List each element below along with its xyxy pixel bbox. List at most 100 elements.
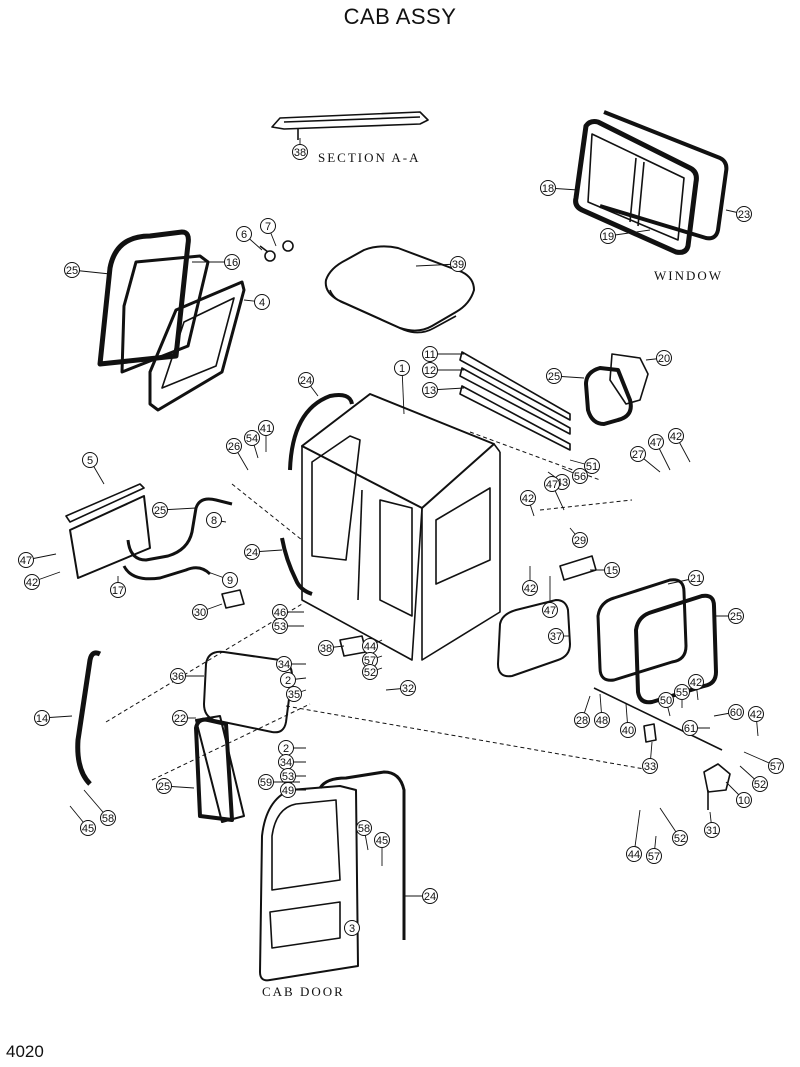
callout-label: 47 <box>544 605 556 617</box>
callout-label: 60 <box>730 707 742 719</box>
door-linkage <box>593 687 731 810</box>
callout-51: 51 <box>569 458 600 474</box>
callout-52: 52 <box>739 765 768 792</box>
callout-21: 21 <box>667 570 704 586</box>
callout-38: 38 <box>292 138 308 160</box>
callout-2: 2 <box>280 672 307 688</box>
callout-27: 27 <box>630 446 661 473</box>
callout-label: 56 <box>574 471 586 483</box>
door-caption: CAB DOOR <box>262 984 345 999</box>
callout-9: 9 <box>207 571 238 588</box>
callout-label: 33 <box>644 761 656 773</box>
callout-circle <box>736 206 752 222</box>
callout-59: 59 <box>258 774 300 790</box>
callout-circle <box>540 180 556 196</box>
callout-circle <box>258 774 274 790</box>
callout-circle <box>260 218 276 234</box>
callout-circle <box>394 360 410 376</box>
callout-label: 48 <box>596 715 608 727</box>
callout-circle <box>542 602 558 618</box>
window-assembly <box>573 110 729 255</box>
callout-label: 38 <box>320 643 332 655</box>
callout-circle <box>548 628 564 644</box>
callout-52: 52 <box>362 664 383 680</box>
callout-18: 18 <box>540 180 579 196</box>
callout-24: 24 <box>404 888 438 904</box>
callout-label: 25 <box>730 611 742 623</box>
callout-circle <box>620 722 636 738</box>
callout-46: 46 <box>272 604 304 620</box>
callout-19: 19 <box>600 228 651 244</box>
callout-label: 38 <box>294 147 306 159</box>
door-glass <box>194 715 245 823</box>
callout-8: 8 <box>206 512 227 528</box>
callout-circle <box>172 710 188 726</box>
callout-label: 42 <box>750 709 762 721</box>
callout-label: 9 <box>227 575 233 587</box>
callout-circle <box>362 664 378 680</box>
callout-label: 39 <box>452 259 464 271</box>
callout-33: 33 <box>642 741 658 774</box>
callout-circle <box>688 570 704 586</box>
callout-label: 30 <box>194 607 206 619</box>
callout-label: 2 <box>283 743 289 755</box>
callout-44: 44 <box>362 638 383 654</box>
callout-circle <box>584 458 600 474</box>
callout-circle <box>642 758 658 774</box>
callout-circle <box>18 552 34 568</box>
callout-label: 24 <box>424 891 436 903</box>
callout-circle <box>574 712 590 728</box>
callout-label: 44 <box>628 849 640 861</box>
section-strip <box>271 111 429 140</box>
callout-circle <box>672 830 688 846</box>
section-caption: SECTION A-A <box>318 150 421 165</box>
callout-circle <box>422 888 438 904</box>
callout-label: 23 <box>738 209 750 221</box>
callout-label: 58 <box>358 823 370 835</box>
callout-5: 5 <box>82 452 105 485</box>
callout-label: 47 <box>650 437 662 449</box>
callout-circle <box>422 382 438 398</box>
callout-label: 52 <box>674 833 686 845</box>
callout-42: 42 <box>668 428 691 463</box>
callout-circle <box>258 420 274 436</box>
callout-label: 28 <box>576 715 588 727</box>
callout-label: 14 <box>36 713 48 725</box>
callout-label: 10 <box>738 795 750 807</box>
callout-label: 50 <box>660 695 672 707</box>
callout-circle <box>292 144 308 160</box>
callout-label: 57 <box>770 761 782 773</box>
callout-label: 45 <box>376 835 388 847</box>
callout-circle <box>226 438 242 454</box>
callout-47: 47 <box>544 476 565 511</box>
callout-label: 5 <box>87 455 93 467</box>
callout-label: 37 <box>550 631 562 643</box>
callout-label: 27 <box>632 449 644 461</box>
wiper-and-glass <box>65 483 233 581</box>
callout-2: 2 <box>278 740 306 756</box>
callout-30: 30 <box>192 603 223 620</box>
callout-34: 34 <box>276 656 306 672</box>
callout-36: 36 <box>170 668 204 684</box>
callout-45: 45 <box>374 832 390 866</box>
callout-label: 59 <box>260 777 272 789</box>
roof-panel <box>324 245 475 334</box>
callout-26: 26 <box>226 438 249 471</box>
callout-circle <box>682 720 698 736</box>
callout-circle <box>244 430 260 446</box>
callout-circle <box>400 680 416 696</box>
callout-circle <box>356 820 372 836</box>
callout-circle <box>572 468 588 484</box>
callout-circle <box>276 656 292 672</box>
callout-label: 34 <box>280 757 292 769</box>
callout-circle <box>374 832 390 848</box>
callout-circle <box>34 710 50 726</box>
callout-circle <box>544 476 560 492</box>
callout-50: 50 <box>658 692 674 717</box>
callout-16: 16 <box>192 254 240 270</box>
callout-14: 14 <box>34 710 73 726</box>
callout-60: 60 <box>713 704 744 720</box>
callout-circle <box>646 848 662 864</box>
callout-circle <box>572 532 588 548</box>
callout-circle <box>206 512 222 528</box>
